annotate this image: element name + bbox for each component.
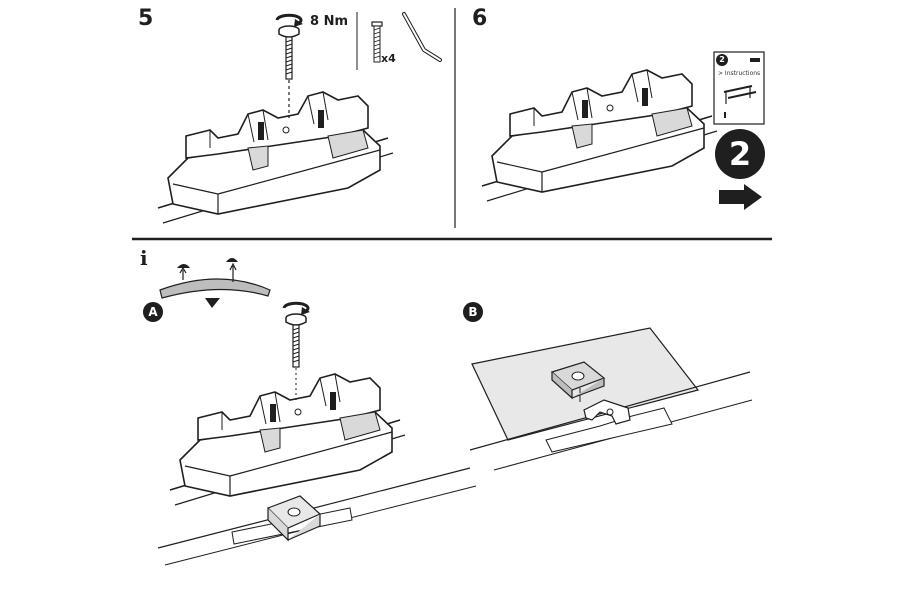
screw-part-icon: [371, 21, 383, 63]
info-icon: i: [140, 246, 148, 270]
slide-nut-part: [266, 495, 322, 542]
roof-profile-illustration: [159, 258, 271, 308]
torque-label: 8 Nm: [310, 14, 348, 29]
next-arrow-icon: [719, 184, 762, 210]
booklet-number: 2: [716, 54, 728, 66]
variant-a-foot-illustration: [169, 373, 406, 506]
step5-foot-illustration: [157, 91, 394, 224]
booklet-instructions-text: > Instructions: [718, 70, 761, 77]
variant-b-slide-nut: [550, 361, 606, 400]
step-5-number: 5: [138, 6, 154, 31]
screw-quantity: x4: [381, 52, 396, 65]
next-step-badge: 2: [715, 129, 765, 179]
variant-b-plate-illustration: [469, 327, 753, 471]
hex-key-icon: [402, 12, 442, 62]
variant-b-label: B: [463, 302, 483, 322]
variant-a-label: A: [143, 302, 163, 322]
variant-a-bolt: [282, 301, 312, 368]
step6-foot-illustration: [481, 69, 718, 202]
booklet-bars-icon: [723, 85, 757, 99]
step5-bolt: [275, 13, 305, 80]
step-6-number: 6: [472, 6, 488, 31]
